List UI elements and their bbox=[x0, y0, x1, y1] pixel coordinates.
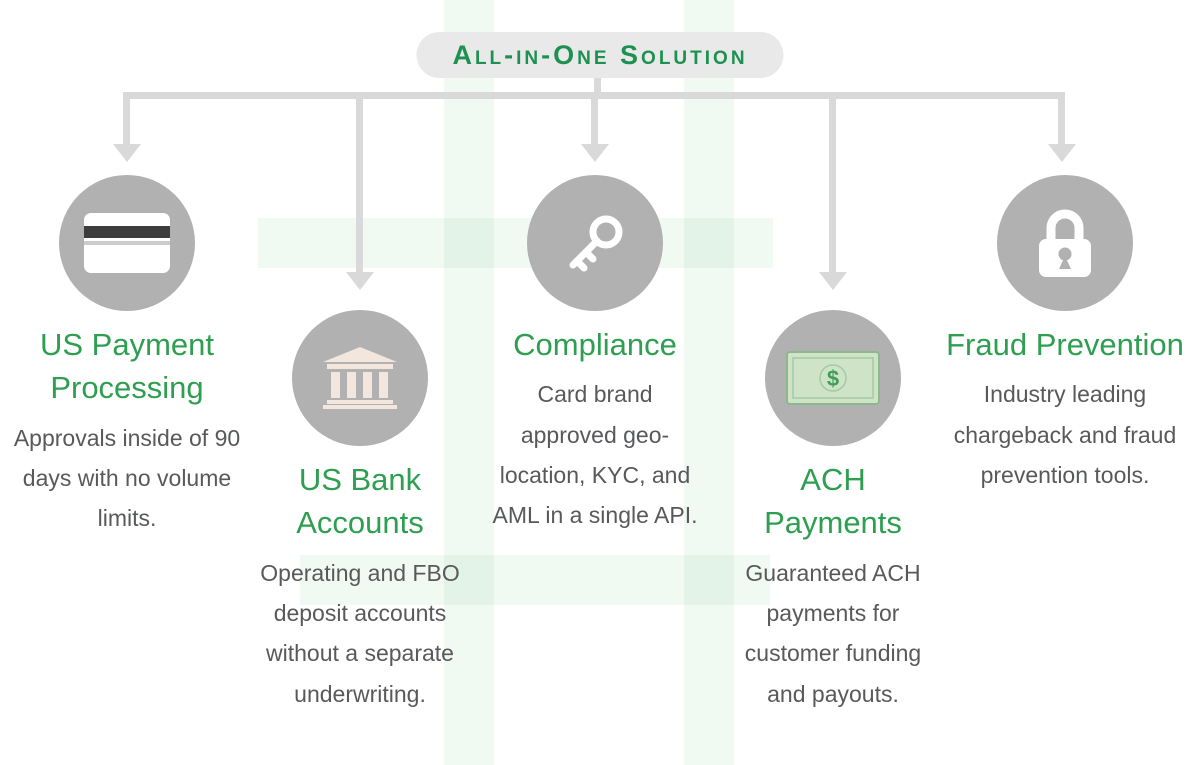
arrow-down-icon bbox=[819, 272, 847, 290]
svg-text:$: $ bbox=[827, 366, 839, 391]
connector-arrow-shaft bbox=[1058, 92, 1065, 144]
column-description: Operating and FBO deposit accounts witho… bbox=[260, 559, 460, 707]
arrow-down-icon bbox=[581, 144, 609, 162]
column-description: Industry leading chargeback and fraud pr… bbox=[953, 381, 1177, 488]
column-title: ACH Payments bbox=[764, 462, 902, 541]
column-description: Guaranteed ACH payments for customer fun… bbox=[744, 559, 922, 707]
background-watermark-bar bbox=[444, 0, 494, 765]
column-title: US Payment Processing bbox=[39, 327, 214, 406]
connector-stem bbox=[594, 76, 601, 94]
connector-arrow-shaft bbox=[829, 92, 836, 272]
column-fraud-prevention: Fraud Prevention Industry leading charge… bbox=[943, 175, 1187, 495]
background-watermark-bar bbox=[300, 555, 770, 605]
background-watermark-bar bbox=[684, 0, 734, 765]
background-watermark-bar bbox=[258, 218, 773, 268]
arrow-down-icon bbox=[113, 144, 141, 162]
column-description: Card brand approved geo-location, KYC, a… bbox=[492, 381, 698, 529]
column-description: Approvals inside of 90 days with no volu… bbox=[13, 424, 241, 532]
column-us-bank-accounts: US Bank Accounts Operating and FBO depos… bbox=[253, 310, 467, 714]
credit-card-icon bbox=[59, 175, 195, 311]
bank-icon bbox=[292, 310, 428, 446]
connector-arrow-shaft bbox=[123, 92, 130, 144]
column-us-payment-processing: US Payment Processing Approvals inside o… bbox=[10, 175, 244, 539]
lock-icon bbox=[997, 175, 1133, 311]
column-title: US Bank Accounts bbox=[296, 462, 424, 541]
header-pill: All-in-One Solution bbox=[416, 32, 784, 78]
column-compliance: Compliance Card brand approved geo-locat… bbox=[488, 175, 702, 535]
dollar-bill-icon: $ bbox=[765, 310, 901, 446]
column-ach-payments: $ ACH Payments Guaranteed ACH payments f… bbox=[733, 310, 933, 714]
connector-arrow-shaft bbox=[356, 92, 363, 272]
column-title: Compliance bbox=[513, 327, 677, 362]
arrow-down-icon bbox=[346, 272, 374, 290]
page-title: All-in-One Solution bbox=[452, 40, 748, 70]
column-title: Fraud Prevention bbox=[946, 327, 1184, 362]
arrow-down-icon bbox=[1048, 144, 1076, 162]
key-icon bbox=[527, 175, 663, 311]
connector-arrow-shaft bbox=[591, 92, 598, 144]
